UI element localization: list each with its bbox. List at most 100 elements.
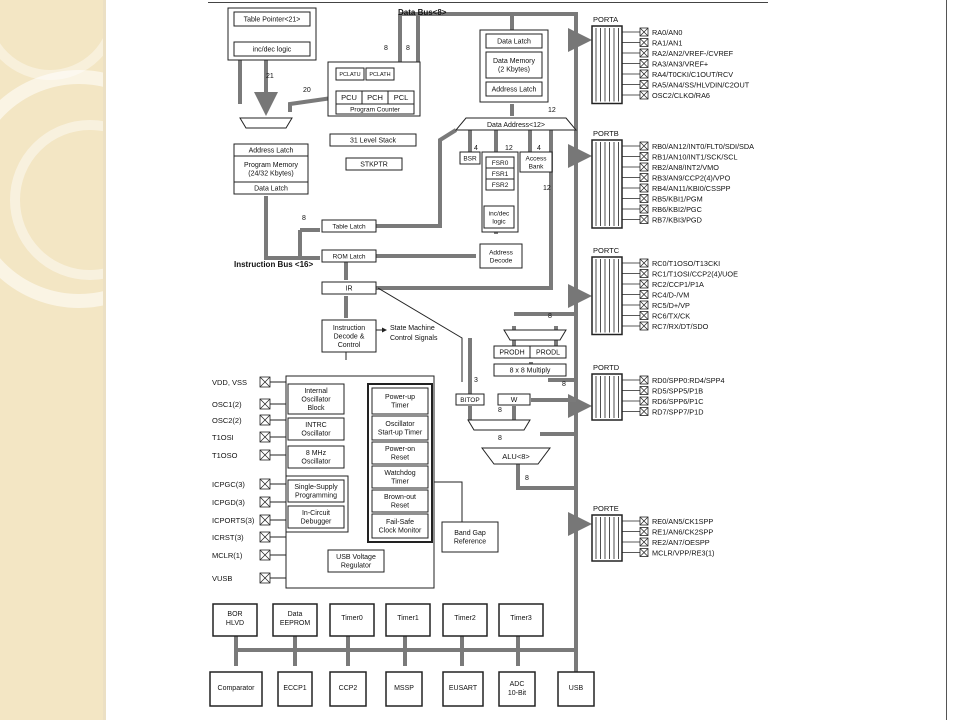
peripheral-bottom-label: EUSART — [449, 685, 478, 692]
prodl-register — [529, 345, 567, 359]
pin-label: RC0/T1OSO/T13CKI — [652, 259, 720, 268]
peripheral-top-box — [442, 603, 488, 637]
single-supply-programming-text: Single-Supply — [294, 484, 338, 491]
usb-voltage-regulator-text: Regulator — [341, 563, 372, 570]
pin-label: RA3/AN3/VREF+ — [652, 60, 708, 69]
oscillator-startup-timer-text: Oscillator — [385, 421, 415, 428]
pin-pad-cross — [639, 386, 649, 395]
port-latch — [591, 514, 623, 562]
pin-label: RA5/AN4/SS/HLVDIN/C2OUT — [652, 81, 750, 90]
incdec-logic-block — [233, 41, 311, 57]
power-up-timer-text: Power-up — [385, 394, 415, 401]
pin-pad-cross — [639, 80, 649, 89]
control-pin-label: ICPGC(3) — [212, 480, 245, 489]
diagram-top-border — [208, 2, 768, 3]
pin-pad-cross — [259, 431, 271, 443]
peripheral-top-box — [498, 603, 544, 637]
pin-label: RB4/AN11/KBI0/CSSPP — [652, 184, 731, 193]
pin-pad-cross — [259, 398, 271, 410]
fsr2-register — [485, 178, 515, 191]
level-stack-block — [329, 133, 417, 147]
pin-label: RE0/AN5/CK1SPP — [652, 517, 713, 526]
pin-label: RA0/AN0 — [652, 28, 682, 37]
ir-register-text: IR — [346, 285, 353, 292]
pin-label: OSC2/CLKO/RA6 — [652, 91, 710, 100]
pm-data-latch-text: Data Latch — [254, 185, 288, 192]
oscillator-startup-timer-text: Start-up Timer — [378, 430, 423, 437]
bus-width: 8 — [384, 45, 388, 52]
peripheral-top-box — [329, 603, 375, 637]
peripheral-bottom-box — [557, 671, 595, 707]
pin-label: RD6/SPP6/P1C — [652, 397, 704, 406]
pin-pad-cross — [639, 516, 649, 526]
watchdog-timer-text: Watchdog — [384, 470, 415, 477]
pin-pad-cross — [639, 321, 649, 331]
pclath-register — [365, 67, 395, 81]
fsr1-register-text: FSR1 — [492, 171, 509, 178]
pin-pad-cross — [259, 376, 271, 388]
port-portb: PORTBRB0/AN12/INT0/FLT0/SDI/SDARB1/AN10/… — [591, 129, 754, 229]
pin-pad-cross — [639, 90, 649, 100]
peripheral-bottom-label: 10-Bit — [508, 690, 526, 697]
peripheral-top-label: Timer3 — [510, 615, 532, 622]
dm-data-latch — [485, 33, 543, 49]
bus-width: 8 — [302, 215, 306, 222]
pin-label: RD7/SPP7/P1D — [652, 408, 704, 417]
data-address-label: Data Address<12> — [487, 122, 545, 129]
instruction-decode-block — [321, 319, 377, 353]
brown-out-reset — [371, 489, 429, 513]
in-circuit-debugger-text: In-Circuit — [302, 510, 330, 517]
peripheral-top-box — [212, 603, 258, 637]
dm-address-latch-text: Address Latch — [492, 86, 537, 93]
pin-pad-cross — [259, 572, 271, 584]
pin-label: RB0/AN12/INT0/FLT0/SDI/SDA — [652, 142, 754, 151]
fsr0-register-text: FSR0 — [492, 160, 509, 167]
incdec-logic-block-text: inc/dec logic — [253, 46, 292, 53]
state-machine-label: State Machine — [390, 325, 435, 332]
pin-pad-cross — [639, 279, 649, 289]
pin-pad-cross — [639, 407, 649, 416]
data-memory-block-text: Data Memory — [493, 58, 536, 65]
peripheral-bottom-box — [277, 671, 313, 707]
pin-label: RA2/AN2/VREF-/CVREF — [652, 49, 734, 58]
pin-pad-cross — [259, 414, 271, 426]
pin-pad-cross — [639, 258, 649, 268]
power-up-timer — [371, 387, 429, 415]
peripheral-top-label: Data — [288, 611, 303, 618]
pin-pad-cross — [639, 215, 649, 224]
program-counter-label-text: Program Counter — [350, 106, 401, 113]
pin-pad-cross — [639, 548, 649, 557]
band-gap-reference-text: Band Gap — [454, 530, 486, 537]
instruction-decode-block-text: Instruction — [333, 325, 365, 332]
band-gap-reference-text: Reference — [454, 539, 486, 546]
bus-width: 8 — [498, 435, 502, 442]
peripheral-bottom-label: CCP2 — [339, 685, 358, 692]
block-labels: ALU<8>Data Address<12>Table Pointer<21>i… — [244, 16, 561, 569]
state-machine-label: Control Signals — [390, 335, 438, 342]
decorative-side-band — [0, 0, 106, 720]
instruction-bus-label: Instruction Bus <16> — [234, 260, 313, 269]
pclatu-register-text: PCLATU — [339, 72, 360, 78]
pin-label: RA4/T0CKI/C1OUT/RCV — [652, 70, 733, 79]
alu-block — [481, 447, 551, 465]
bus-width: 4 — [537, 145, 541, 152]
data-bus-label: Data Bus<8> — [398, 8, 447, 17]
pin-label: RE2/AN7/OESPP — [652, 538, 710, 547]
access-bank-block-text: Access — [526, 155, 548, 162]
port-porta: PORTARA0/AN0RA1/AN1RA2/AN2/VREF-/CVREFRA… — [591, 15, 750, 105]
data-memory-block-text: (2 Kbytes) — [498, 67, 530, 74]
fail-safe-clock-monitor — [371, 513, 429, 539]
peripheral-bottom-label: ADC — [510, 681, 525, 688]
access-bank-block — [519, 151, 553, 173]
peripheral-bottom-label: ECCP1 — [283, 685, 306, 692]
peripheral-bottom-label: USB — [569, 685, 584, 692]
pin-pad-cross — [639, 194, 649, 203]
fail-safe-clock-monitor-text: Fail-Safe — [386, 519, 414, 526]
ports-group: PORTARA0/AN0RA1/AN1RA2/AN2/VREF-/CVREFRA… — [591, 15, 754, 562]
prodh-register-text: PRODH — [499, 349, 524, 356]
oscillator-startup-timer — [371, 415, 429, 441]
intrc-oscillator — [287, 417, 345, 441]
dm-data-latch-text: Data Latch — [497, 38, 531, 45]
